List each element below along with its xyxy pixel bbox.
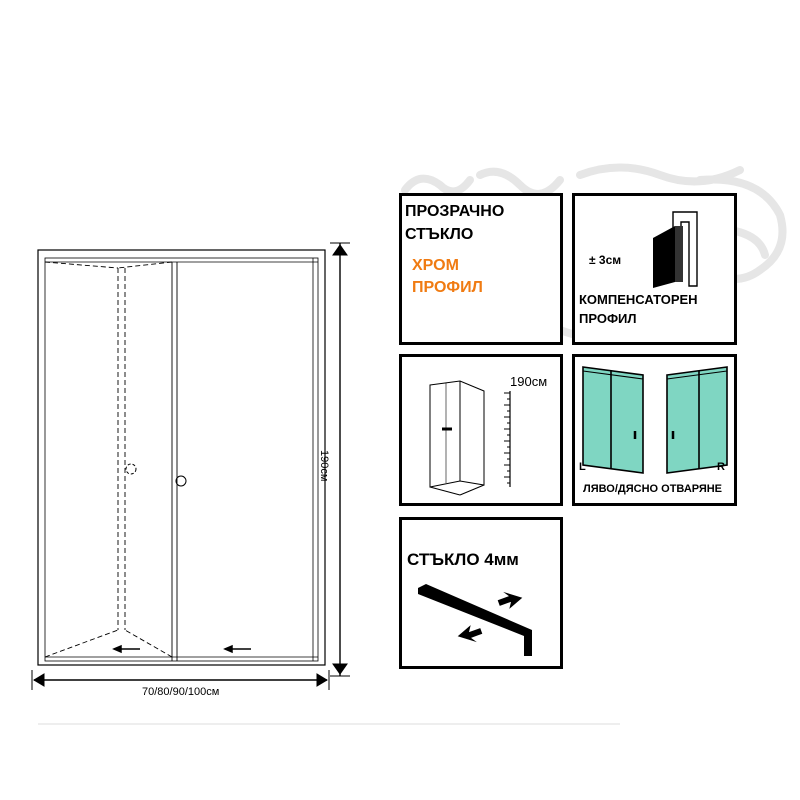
width-dimension [31,670,330,690]
right-opening-mark: R [717,461,725,473]
slide-arrow-left [112,644,140,654]
compensator-profile-icon [653,211,698,288]
fold-dashed-lines [44,261,173,658]
slide-arrow-right [223,644,251,654]
ruler-icon [504,391,511,487]
right-opening-door-icon [666,366,728,474]
glass-title-line2: СТЪКЛО [405,226,474,243]
glass-feature-panel: ПРОЗРАЧНО СТЪКЛО ХРОМ ПРОФИЛ [399,193,563,345]
thickness-arrow-bottom [457,625,483,643]
height-dimension [330,242,350,677]
height-feature-panel: 190см [399,354,563,506]
shower-enclosure-icon [429,380,485,496]
compensator-title-line1: КОМПЕНСАТОРЕН [579,292,698,307]
left-handle-icon [125,463,137,475]
thickness-label: СТЪКЛО 4мм [407,550,519,569]
opening-caption: ЛЯВО/ДЯСНО ОТВАРЯНЕ [583,483,723,495]
left-opening-door-icon [582,366,644,474]
compensator-tolerance: ± 3см [589,253,622,267]
left-opening-mark: L [579,461,586,473]
door-outer-frame [37,249,326,666]
glass-thickness-icon [418,584,532,656]
chrome-title-line2: ПРОФИЛ [412,279,483,296]
compensator-title-line2: ПРОФИЛ [579,311,637,326]
width-dimension-label: 70/80/90/100см [142,686,220,698]
chrome-title-line1: ХРОМ [412,257,459,274]
glass-title-line1: ПРОЗРАЧНО [405,203,505,220]
right-handle-icon [175,475,187,487]
height-dimension-label: 190см [318,450,330,482]
thickness-feature-panel: СТЪКЛО 4мм [399,517,563,669]
door-inner-frame [44,257,319,662]
opening-feature-panel: L R ЛЯВО/ДЯСНО ОТВАРЯНЕ [572,354,737,506]
thickness-arrow-top [497,591,523,609]
height-value-label: 190см [510,374,548,389]
compensator-feature-panel: ± 3см КОМПЕНСАТОРЕН ПРОФИЛ [572,193,737,345]
